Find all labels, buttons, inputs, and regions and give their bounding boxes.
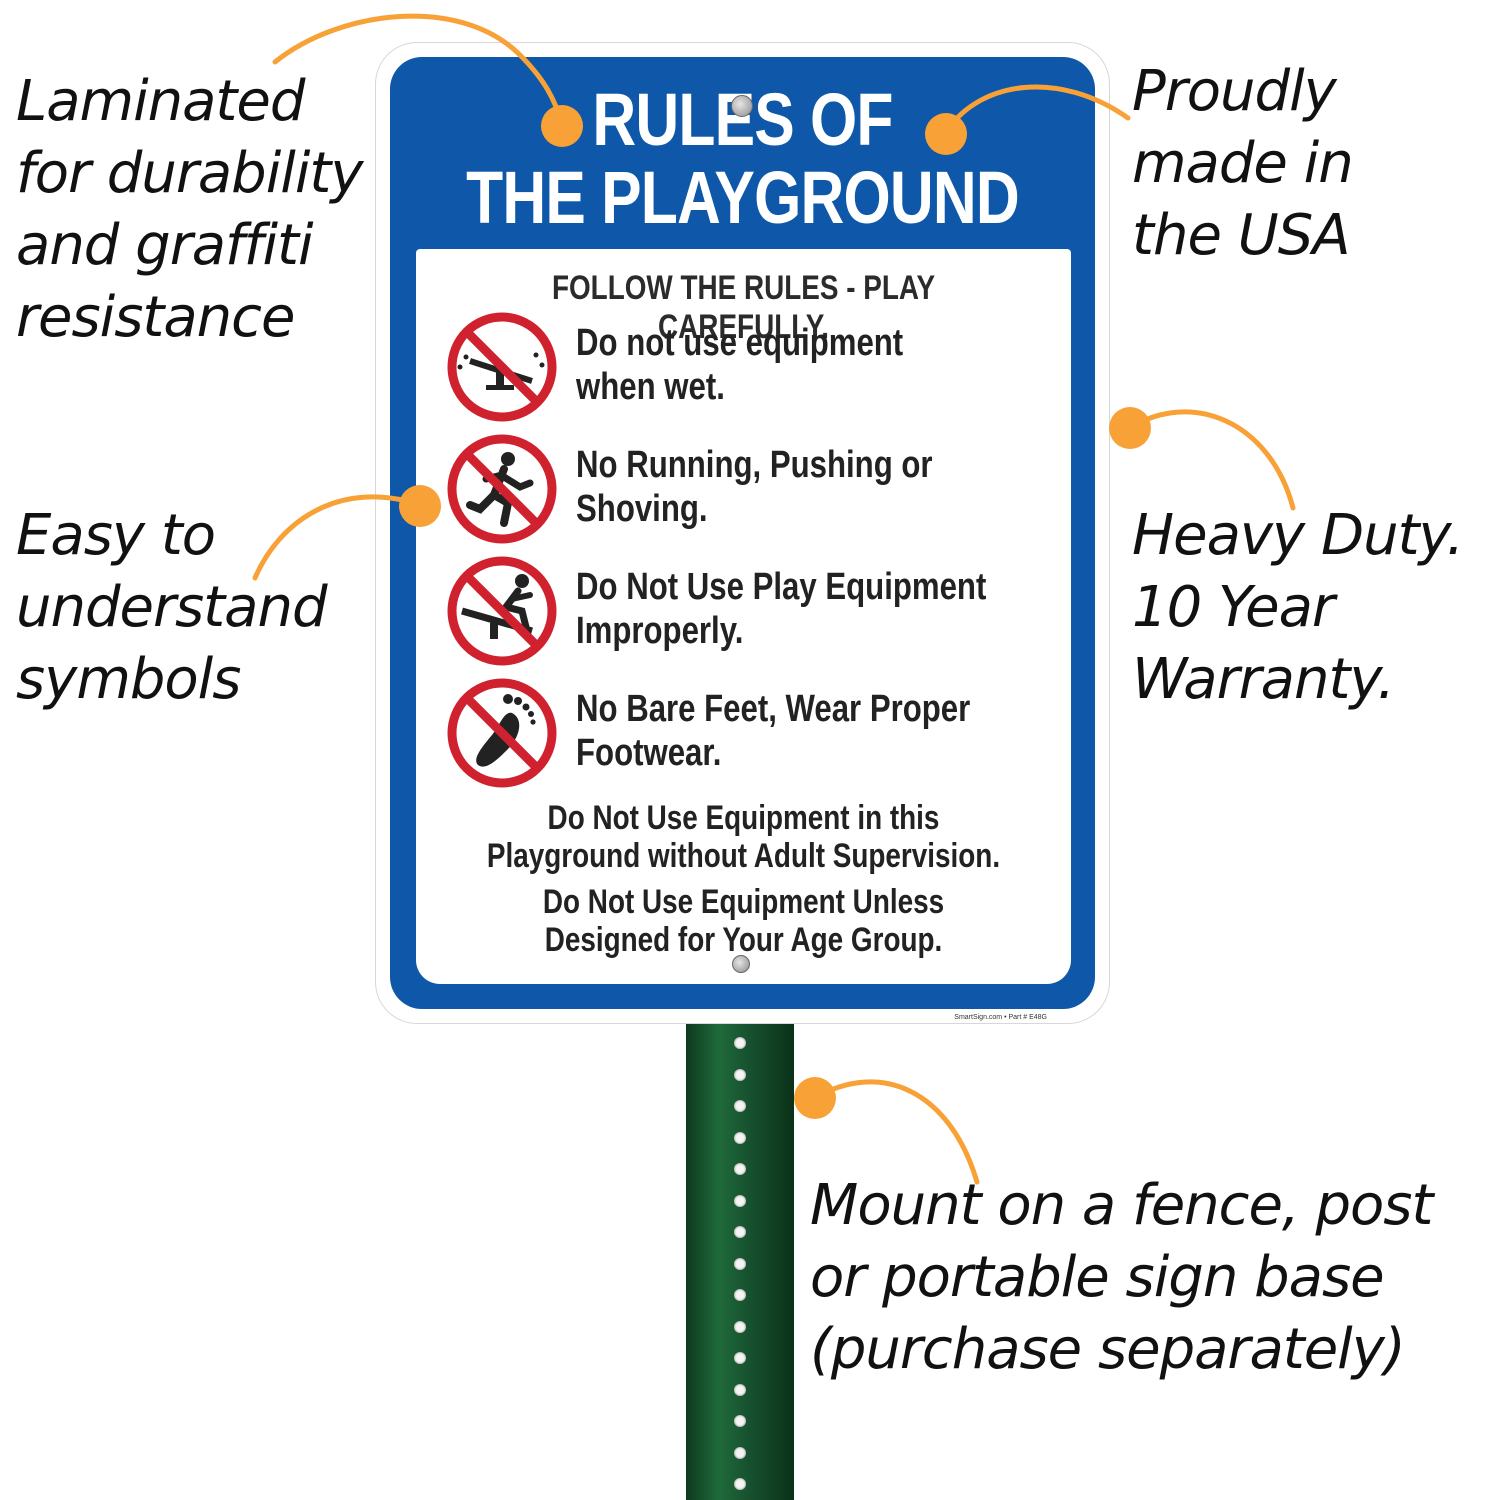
callout-heavy-duty: Heavy Duty. 10 Year Warranty. bbox=[1132, 503, 1464, 712]
no-improper-use-icon bbox=[447, 556, 557, 666]
no-wet-equipment-icon bbox=[447, 312, 557, 422]
post-hole bbox=[734, 1446, 746, 1459]
playground-sign: RULES OF THE PLAYGROUND FOLLOW THE RULES… bbox=[375, 42, 1110, 1024]
no-bare-feet-icon bbox=[447, 678, 557, 788]
sign-rules-panel: FOLLOW THE RULES - PLAY CAREFULLY. Do no… bbox=[416, 249, 1071, 984]
rule-row: Do not use equipment when wet. bbox=[446, 311, 1056, 423]
no-running-icon bbox=[447, 434, 557, 544]
post-hole bbox=[734, 1289, 746, 1301]
rule-row: No Bare Feet, Wear Proper Footwear. bbox=[446, 677, 1056, 789]
rule-text: Do not use equipment when wet. bbox=[576, 322, 904, 408]
post-hole bbox=[734, 1352, 746, 1364]
post-hole bbox=[734, 1194, 746, 1207]
sign-footer-supervision: Do Not Use Equipment in this Playground … bbox=[486, 799, 1001, 875]
top-screw bbox=[731, 95, 753, 117]
post-hole bbox=[734, 1383, 746, 1396]
callout-symbols: Easy to understand symbols bbox=[16, 503, 327, 712]
post-hole bbox=[734, 1131, 746, 1144]
rule-text: Do Not Use Play Equipment Improperly. bbox=[576, 566, 987, 652]
sign-footer-age-group: Do Not Use Equipment Unless Designed for… bbox=[542, 883, 945, 959]
bottom-screw bbox=[732, 955, 750, 973]
sign-title-line2: THE PLAYGROUND bbox=[466, 156, 1020, 239]
callout-made-in-usa: Proudly made in the USA bbox=[1132, 59, 1354, 268]
sign-subheading: FOLLOW THE RULES - PLAY CAREFULLY. bbox=[551, 269, 936, 346]
callout-laminated: Laminated for durability and graffiti re… bbox=[16, 69, 363, 350]
post-hole bbox=[734, 1478, 746, 1490]
post-hole bbox=[734, 1163, 746, 1175]
sign-title-line1: RULES OF bbox=[592, 78, 893, 161]
callout-dot bbox=[794, 1077, 836, 1119]
rule-row: No Running, Pushing or Shoving. bbox=[446, 433, 1056, 545]
rule-text: No Bare Feet, Wear Proper Footwear. bbox=[576, 688, 971, 774]
callout-mount: Mount on a fence, post or portable sign … bbox=[810, 1173, 1433, 1382]
post-hole bbox=[734, 1415, 746, 1427]
post-hole bbox=[734, 1257, 746, 1270]
post-hole bbox=[734, 1226, 746, 1238]
post-hole bbox=[734, 1068, 746, 1081]
rule-text: No Running, Pushing or Shoving. bbox=[576, 444, 933, 530]
callout-dot bbox=[1109, 407, 1151, 449]
sign-post bbox=[686, 1015, 794, 1500]
post-hole bbox=[734, 1320, 746, 1333]
post-hole bbox=[734, 1037, 746, 1049]
rule-row: Do Not Use Play Equipment Improperly. bbox=[446, 555, 1056, 667]
part-number: SmartSign.com • Part # E48G bbox=[954, 1014, 1047, 1021]
post-hole bbox=[734, 1100, 746, 1112]
